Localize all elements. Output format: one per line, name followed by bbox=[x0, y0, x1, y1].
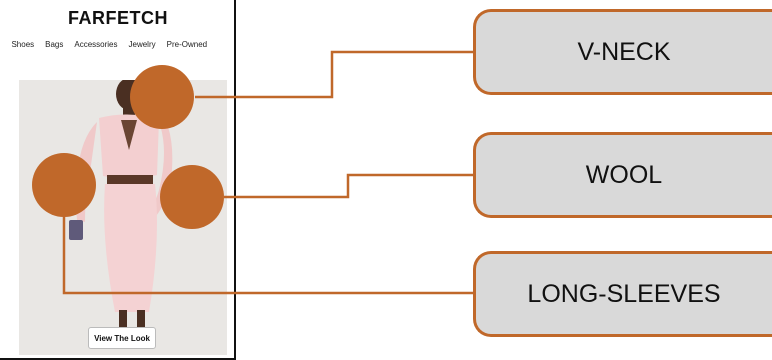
wool-marker bbox=[160, 165, 224, 229]
farfetch-logo[interactable]: FARFETCH bbox=[68, 8, 168, 28]
tag-long-sleeves: LONG-SLEEVES bbox=[473, 251, 772, 337]
nav-item-accessories[interactable]: Accessories bbox=[74, 40, 118, 49]
nav-item-shoes[interactable]: Shoes bbox=[11, 40, 35, 49]
nav-item-jewelry[interactable]: Jewelry bbox=[128, 40, 156, 49]
nav-item-bags[interactable]: Bags bbox=[45, 40, 64, 49]
category-nav: gShoesBagsAccessoriesJewelryPre-Owned bbox=[0, 40, 218, 49]
tag-wool: WOOL bbox=[473, 132, 772, 218]
tag-v-neck: V-NECK bbox=[473, 9, 772, 95]
nav-item-pre-owned[interactable]: Pre-Owned bbox=[166, 40, 208, 49]
long-sleeves-marker bbox=[32, 153, 96, 217]
view-the-look-button[interactable]: View The Look bbox=[88, 327, 156, 349]
v-neck-marker bbox=[130, 65, 194, 129]
